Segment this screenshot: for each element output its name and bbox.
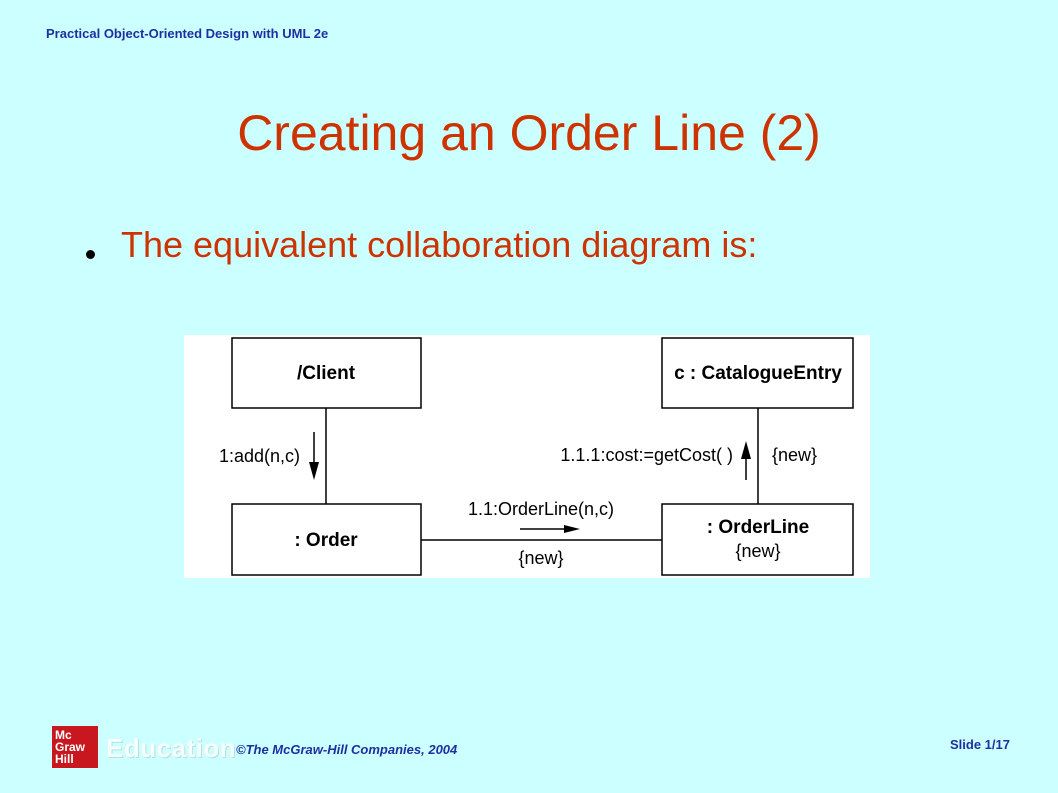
slide-number: Slide 1/17 (950, 737, 1010, 752)
mcgraw-hill-logo: Mc Graw Hill (52, 726, 98, 768)
orderline-message-label: 1.1:OrderLine(n,c) (468, 499, 614, 519)
education-brand-mark: Education (106, 733, 237, 763)
logo-line: Mc (55, 728, 72, 742)
order-object-label: : Order (294, 530, 358, 551)
catalogue-link-constraint: {new} (772, 445, 817, 465)
bullet-text: The equivalent collaboration diagram is: (121, 224, 758, 265)
getcost-message-label: 1.1.1:cost:=getCost( ) (560, 445, 733, 465)
book-title: Practical Object-Oriented Design with UM… (46, 26, 329, 41)
logo-line: Graw (55, 740, 86, 754)
order-line-constraint: {new} (735, 541, 780, 561)
bullet-dot-icon (86, 250, 95, 259)
orderline-link-constraint: {new} (518, 548, 563, 568)
logo-line: Hill (55, 752, 74, 766)
slide-title: Creating an Order Line (2) (237, 105, 821, 161)
add-message-label: 1:add(n,c) (219, 446, 300, 466)
catalogue-entry-object-label: c : CatalogueEntry (674, 363, 842, 384)
order-line-object-label: : OrderLine (707, 517, 809, 538)
down-arrow-icon (309, 462, 319, 480)
up-arrow-icon (741, 441, 751, 459)
order-line-object-box (661, 503, 854, 576)
collaboration-diagram: /Client c : CatalogueEntry : Order : Ord… (184, 335, 870, 578)
copyright-notice: ©The McGraw-Hill Companies, 2004 (236, 742, 458, 757)
right-arrow-icon (564, 525, 580, 533)
client-object-label: /Client (297, 363, 356, 384)
